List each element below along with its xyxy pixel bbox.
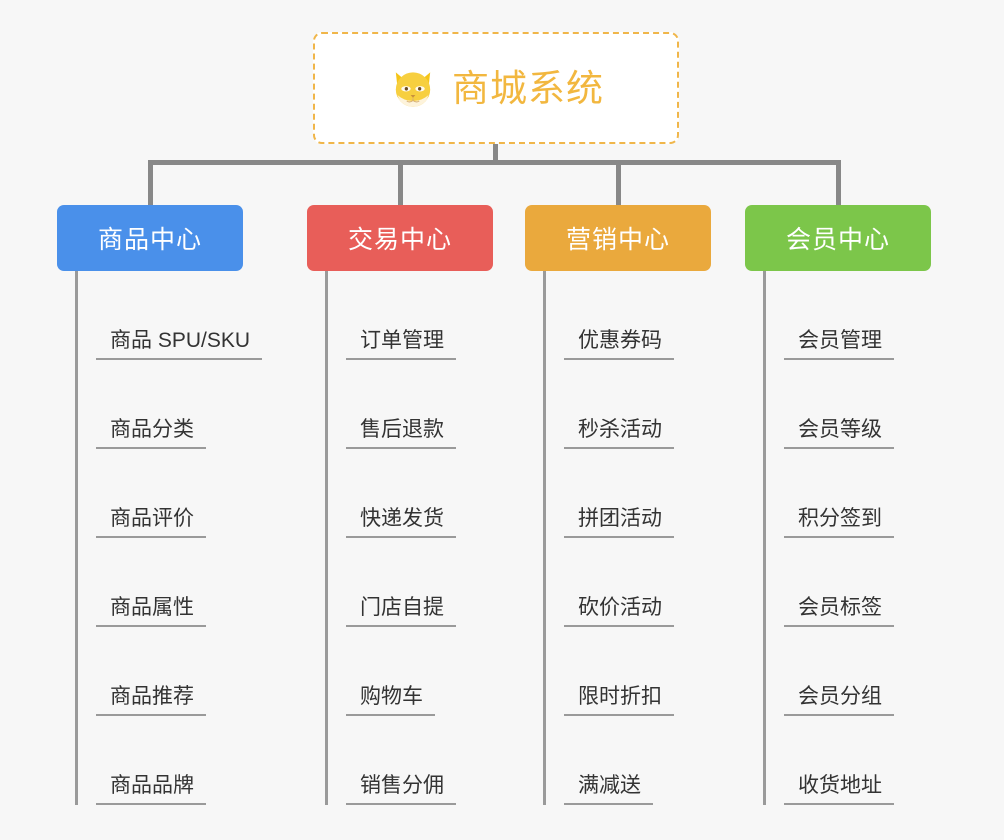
- category-header-3[interactable]: 营销中心: [525, 205, 711, 271]
- category-label-4: 会员中心: [785, 226, 890, 254]
- leaf-label: 商品品牌: [96, 774, 206, 805]
- leaf-label: 满减送: [564, 774, 653, 805]
- root-node[interactable]: 商城系统: [313, 32, 679, 144]
- list-item[interactable]: 商品评价: [96, 449, 243, 538]
- leaf-label: 会员等级: [784, 418, 894, 449]
- root-stem-connector: [493, 144, 498, 164]
- category-label-1: 商品中心: [97, 226, 202, 254]
- category-label-2: 交易中心: [347, 226, 452, 254]
- list-item[interactable]: 积分签到: [784, 449, 931, 538]
- leaf-label: 门店自提: [346, 596, 456, 627]
- list-item[interactable]: 快递发货: [346, 449, 493, 538]
- leaf-label: 收货地址: [784, 774, 894, 805]
- list-item[interactable]: 拼团活动: [564, 449, 711, 538]
- list-item[interactable]: 销售分佣: [346, 716, 493, 805]
- leaf-label: 积分签到: [784, 507, 894, 538]
- leaf-label: 商品分类: [96, 418, 206, 449]
- branch-drop-connector-2: [398, 160, 403, 205]
- list-item[interactable]: 会员标签: [784, 538, 931, 627]
- list-item[interactable]: 商品分类: [96, 360, 243, 449]
- leaf-list-1: 商品 SPU/SKU 商品分类 商品评价 商品属性 商品推荐 商品品牌: [75, 271, 263, 805]
- list-item[interactable]: 商品 SPU/SKU: [96, 271, 263, 360]
- leaf-label: 会员管理: [784, 329, 894, 360]
- category-header-4[interactable]: 会员中心: [745, 205, 931, 271]
- list-item[interactable]: 限时折扣: [564, 627, 711, 716]
- list-item[interactable]: 商品推荐: [96, 627, 243, 716]
- leaf-label: 秒杀活动: [564, 418, 674, 449]
- list-item[interactable]: 购物车: [346, 627, 493, 716]
- leaf-list-2: 订单管理 售后退款 快递发货 门店自提 购物车 销售分佣: [325, 271, 493, 805]
- list-item[interactable]: 门店自提: [346, 538, 493, 627]
- category-label-3: 营销中心: [565, 226, 670, 254]
- category-column-2: 交易中心 订单管理 售后退款 快递发货 门店自提 购物车 销售分佣: [307, 160, 493, 805]
- leaf-label: 会员标签: [784, 596, 894, 627]
- leaf-label: 拼团活动: [564, 507, 674, 538]
- leaf-label: 订单管理: [346, 329, 456, 360]
- category-header-1[interactable]: 商品中心: [57, 205, 243, 271]
- horizontal-bus-connector: [148, 160, 840, 165]
- leaf-list-4: 会员管理 会员等级 积分签到 会员标签 会员分组 收货地址: [763, 271, 931, 805]
- list-item[interactable]: 满减送: [564, 716, 711, 805]
- list-item[interactable]: 商品属性: [96, 538, 243, 627]
- shiba-dog-icon: [395, 72, 431, 107]
- leaf-label: 商品推荐: [96, 685, 206, 716]
- leaf-label: 商品评价: [96, 507, 206, 538]
- list-item[interactable]: 售后退款: [346, 360, 493, 449]
- category-header-2[interactable]: 交易中心: [307, 205, 493, 271]
- list-item[interactable]: 砍价活动: [564, 538, 711, 627]
- list-item[interactable]: 会员分组: [784, 627, 931, 716]
- leaf-label: 售后退款: [346, 418, 456, 449]
- category-column-3: 营销中心 优惠券码 秒杀活动 拼团活动 砍价活动 限时折扣 满减送: [525, 160, 711, 805]
- list-item[interactable]: 优惠券码: [564, 271, 711, 360]
- list-item[interactable]: 商品品牌: [96, 716, 243, 805]
- leaf-label: 砍价活动: [564, 596, 674, 627]
- leaf-label: 商品属性: [96, 596, 206, 627]
- leaf-list-3: 优惠券码 秒杀活动 拼团活动 砍价活动 限时折扣 满减送: [543, 271, 711, 805]
- leaf-label: 销售分佣: [346, 774, 456, 805]
- leaf-label: 商品 SPU/SKU: [96, 329, 263, 360]
- category-column-1: 商品中心 商品 SPU/SKU 商品分类 商品评价 商品属性 商品推荐 商品品牌: [57, 160, 263, 805]
- list-item[interactable]: 会员等级: [784, 360, 931, 449]
- branch-drop-connector-1: [148, 160, 153, 205]
- list-item[interactable]: 收货地址: [784, 716, 931, 805]
- branch-drop-connector-4: [836, 160, 841, 205]
- leaf-label: 会员分组: [784, 685, 894, 716]
- branch-drop-connector-3: [616, 160, 621, 205]
- leaf-label: 限时折扣: [564, 685, 674, 716]
- leaf-label: 优惠券码: [564, 329, 674, 360]
- root-title: 商城系统: [452, 67, 604, 109]
- list-item[interactable]: 会员管理: [784, 271, 931, 360]
- category-column-4: 会员中心 会员管理 会员等级 积分签到 会员标签 会员分组 收货地址: [745, 160, 931, 805]
- list-item[interactable]: 订单管理: [346, 271, 493, 360]
- leaf-label: 快递发货: [346, 507, 456, 538]
- leaf-label: 购物车: [346, 685, 435, 716]
- list-item[interactable]: 秒杀活动: [564, 360, 711, 449]
